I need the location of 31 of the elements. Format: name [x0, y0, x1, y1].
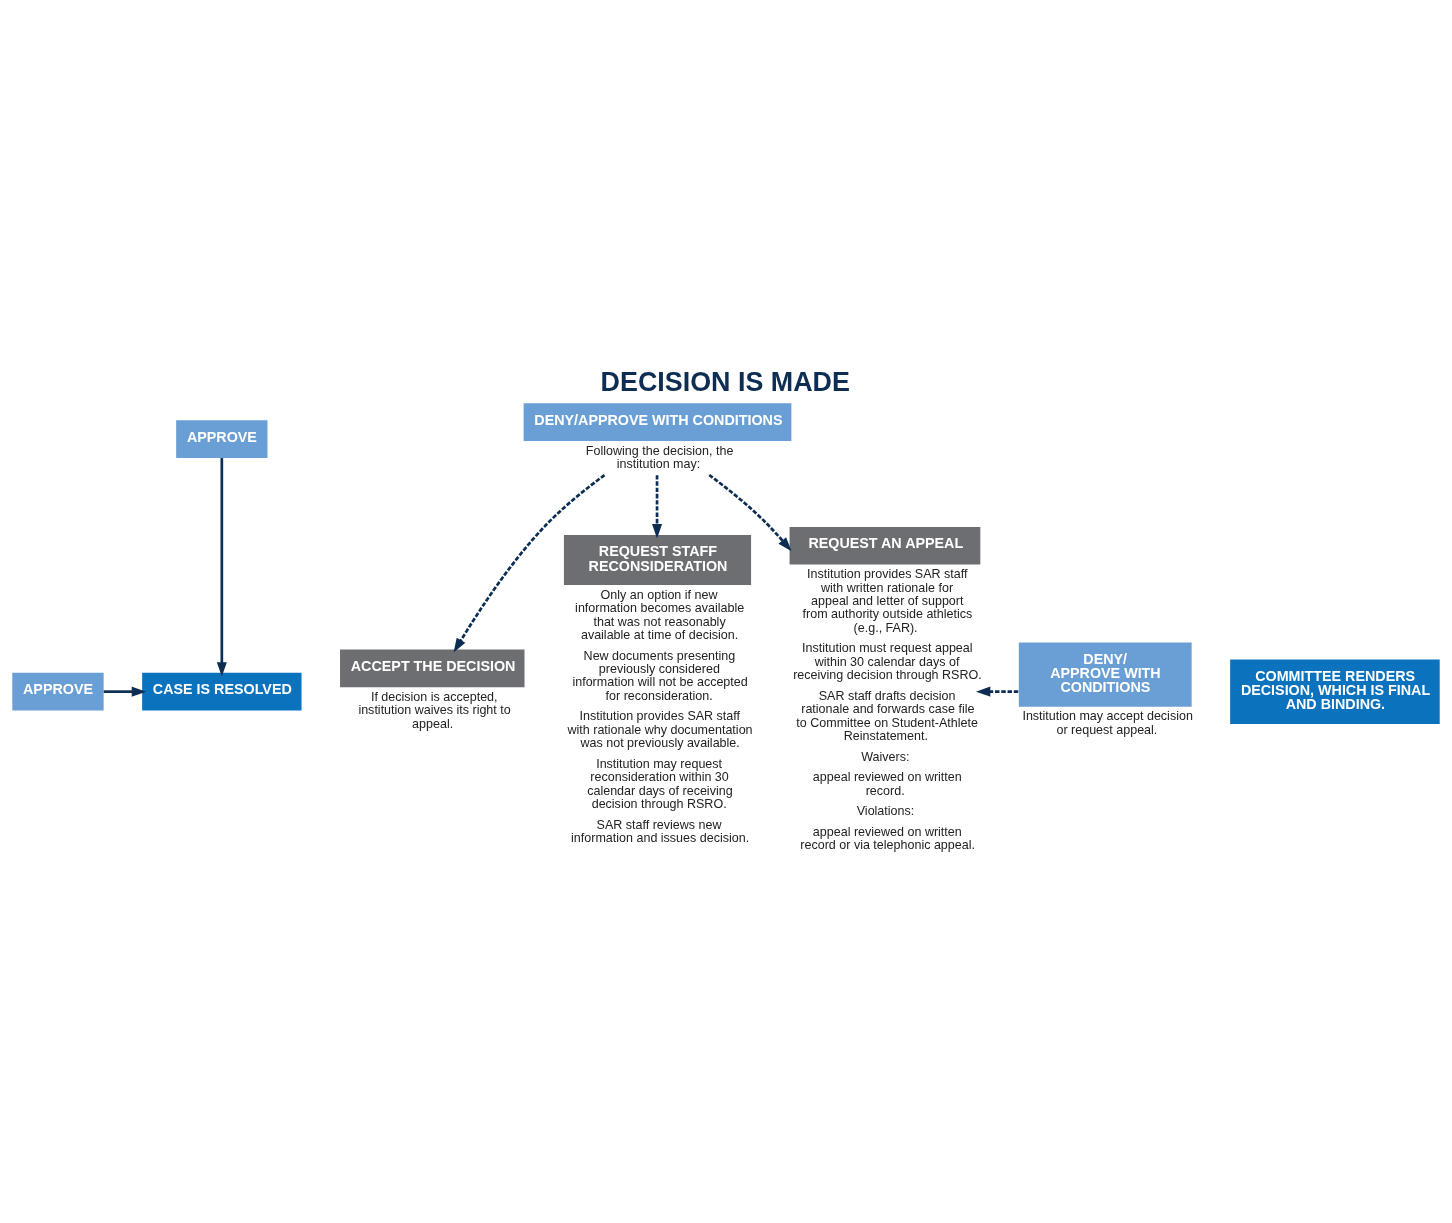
- arrow: [216, 458, 227, 677]
- node-label: SAR staff reviews new information and issues decision.: [571, 817, 750, 846]
- node-box: CASE IS RESOLVED: [142, 672, 302, 711]
- node-box: APPROVE: [176, 420, 268, 458]
- node-box: ACCEPT THE DECISION: [340, 649, 525, 688]
- node-label: Institution provides SAR staff with rationale why documentation was not previously available.: [567, 709, 753, 751]
- node-label: Institution may request reconsideration within 30 calendar days of receiving decision through RSRO.: [587, 756, 733, 812]
- node-label: SAR staff drafts decision rationale and forwards case file to Committee on Student-Athlete Reinstatement.: [796, 688, 978, 744]
- node-label: Violations:: [856, 804, 915, 819]
- node-label: Institution may accept decision or request appeal.: [1022, 709, 1193, 737]
- arrow: [453, 474, 606, 653]
- node-box: DENY/ APPROVE WITH CONDITIONS: [1018, 642, 1192, 707]
- node-label: If decision is accepted, institution waives its right to appeal.: [358, 689, 511, 731]
- node-label: Waivers:: [861, 749, 910, 764]
- node-box: DENY/APPROVE WITH CONDITIONS: [523, 403, 792, 441]
- diagram-title: DECISION IS MADE: [600, 366, 850, 397]
- node-label: New documents presenting previously considered information will not be accepted for reconsideration.: [572, 648, 748, 703]
- node-label: appeal reviewed on written record or via telephonic appeal.: [800, 825, 975, 853]
- node-box: COMMITTEE RENDERS DECISION, WHICH IS FINAL AND BINDING.: [1230, 659, 1440, 724]
- node-label: Following the decision, the institution may:: [585, 443, 734, 471]
- arrow: [652, 475, 663, 539]
- node-label: Institution must request appeal within 30 calendar days of receiving decision through RSRO.: [793, 641, 982, 683]
- arrow: [103, 686, 147, 697]
- node-box: REQUEST AN APPEAL: [789, 526, 981, 565]
- node-label: Only an option if new information becomes available that was not reasonably available at time of decision.: [575, 587, 745, 642]
- node-box: REQUEST STAFF RECONSIDERATION: [563, 534, 752, 586]
- arrow: [708, 473, 792, 552]
- node-box: APPROVE: [12, 672, 104, 711]
- node-label: Institution provides SAR staff with written rationale for appeal and letter of support from authority outside athletics (e.g., FAR).: [802, 567, 973, 635]
- node-label: appeal reviewed on written record.: [812, 770, 962, 798]
- arrow: [975, 686, 1019, 697]
